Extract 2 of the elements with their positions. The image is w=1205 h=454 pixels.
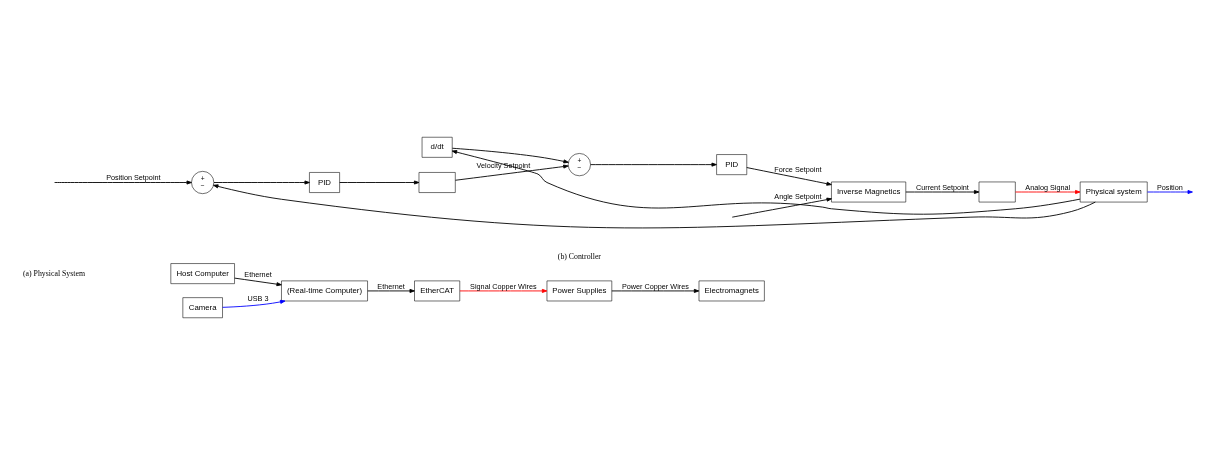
label: (b) Controller <box>557 251 601 261</box>
label: (a) Physical System <box>22 268 86 278</box>
